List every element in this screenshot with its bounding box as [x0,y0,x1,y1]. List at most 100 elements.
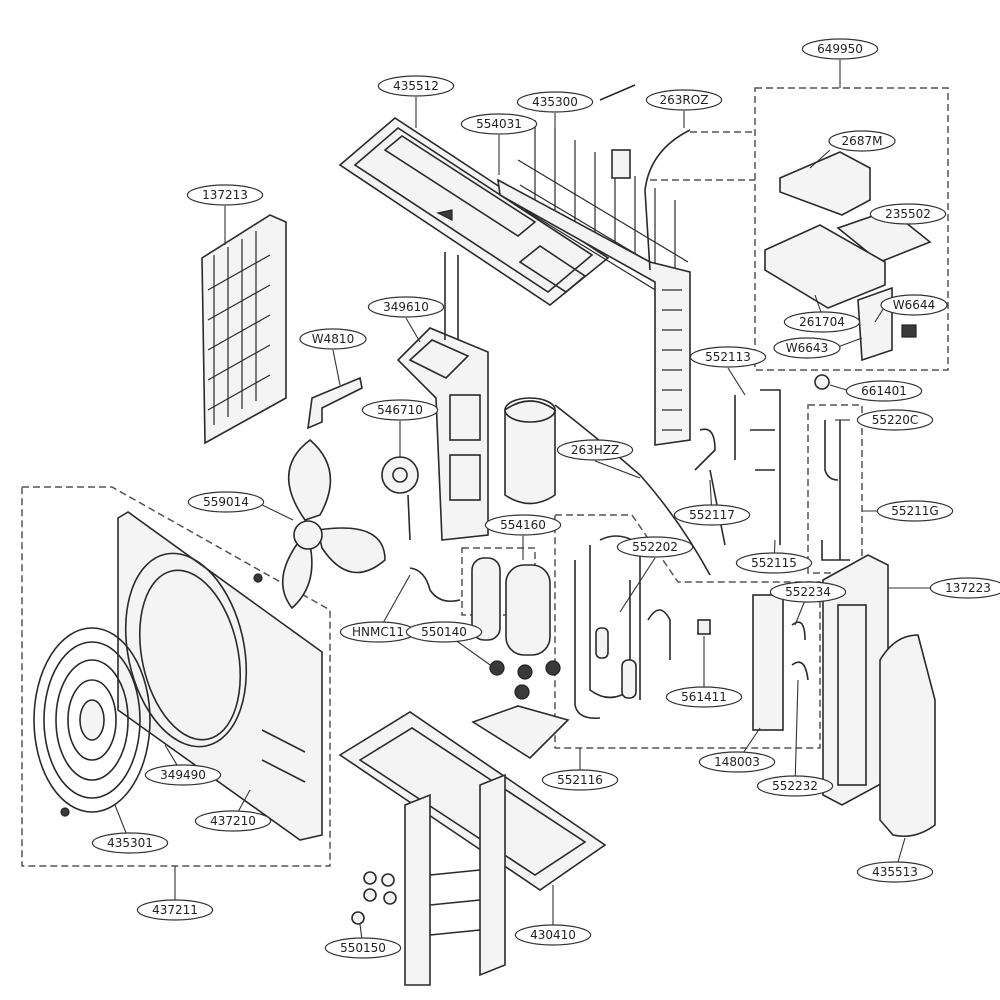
part-label-554031: 554031 [460,113,538,135]
part-label-561411: 561411 [665,686,743,708]
part-label-oval [856,861,934,883]
part-label-text: 546710 [377,403,423,417]
part-label-552234: 552234 [769,581,847,603]
part-label-text: 554031 [476,117,522,131]
part-label-oval [783,311,861,333]
part-label-oval [377,75,455,97]
part-label-text: HNMC11 [352,625,404,639]
part-label-oval [801,38,879,60]
fan-guard [33,627,151,813]
part-label-oval [665,686,743,708]
fan-motor-bracket [307,376,363,430]
part-label-text: 435301 [107,836,153,850]
part-label-349610: 349610 [367,296,445,318]
partition-plate [396,327,489,541]
part-label-435513: 435513 [856,861,934,883]
part-label-oval [324,937,402,959]
rubber-feet-set [351,871,397,925]
part-label-546710: 546710 [361,399,439,421]
part-label-oval [828,130,896,152]
part-label-text: W4810 [312,332,354,346]
part-label-552116: 552116 [541,769,619,791]
part-label-text: 559014 [203,495,249,509]
part-label-text: 554160 [500,518,546,532]
part-label-550150: 550150 [324,937,402,959]
part-label-oval [91,832,169,854]
part-label-text: 349610 [383,300,429,314]
part-label-oval [299,328,367,350]
fan-motor [381,456,419,541]
part-label-oval [876,500,954,522]
part-label-text: 263HZZ [571,443,619,457]
front-panel-group-outline [21,486,331,867]
part-label-oval [514,924,592,946]
part-label-148003: 148003 [698,751,776,773]
compressor-mount-plate [471,705,570,760]
part-label-559014: 559014 [187,491,265,513]
part-label-oval [194,810,272,832]
part-label-oval [367,296,445,318]
part-label-552115: 552115 [735,552,813,574]
part-label-text: 261704 [799,315,845,329]
service-valves [814,374,850,561]
part-label-oval [689,346,767,368]
side-grille [201,214,287,445]
part-label-oval [869,203,947,225]
part-label-oval [541,769,619,791]
control-box-group-outline [754,87,949,371]
part-label-oval [187,491,265,513]
part-label-text: 552117 [689,508,735,522]
base-pan [338,711,607,986]
part-label-oval [756,775,834,797]
condenser-coil [496,178,691,446]
part-label-263roz: 263ROZ [645,89,723,111]
part-label-2687m: 2687M [828,130,896,152]
part-label-oval [460,113,538,135]
part-label-235502: 235502 [869,203,947,225]
part-label-text: 435513 [872,865,918,879]
compressor [471,557,561,700]
part-label-552232: 552232 [756,775,834,797]
part-label-55220c: 55220C [856,409,934,431]
part-label-text: 552232 [772,779,818,793]
part-label-137223: 137223 [929,577,1000,599]
part-label-text: 2687M [842,134,883,148]
part-label-oval [773,337,841,359]
top-cover [338,117,610,306]
part-label-263hzz: 263HZZ [556,439,634,461]
part-label-oval [361,399,439,421]
compressor-jacket [504,397,556,505]
part-label-oval [136,899,214,921]
part-label-text: 235502 [885,207,931,221]
part-label-oval [769,581,847,603]
part-label-oval [616,536,694,558]
part-label-oval [698,751,776,773]
part-label-text: 137213 [202,188,248,202]
part-label-w4810: W4810 [299,328,367,350]
part-label-oval [405,621,483,643]
part-label-text: 661401 [861,384,907,398]
part-label-text: 437210 [210,814,256,828]
part-label-261704: 261704 [783,311,861,333]
part-label-text: 263ROZ [660,93,709,107]
part-label-oval [516,91,594,113]
corner-cover [879,634,936,838]
part-label-oval [645,89,723,111]
part-label-text: 552113 [705,350,751,364]
part-label-text: 552234 [785,585,831,599]
part-label-oval [556,439,634,461]
part-label-552113: 552113 [689,346,767,368]
part-label-text: 148003 [714,755,760,769]
part-label-437211: 437211 [136,899,214,921]
part-label-oval [735,552,813,574]
part-label-554160: 554160 [484,514,562,536]
part-label-text: 435300 [532,95,578,109]
compressor-group-outline [461,547,536,616]
part-label-435300: 435300 [516,91,594,113]
part-label-text: 137223 [945,581,991,595]
part-label-oval [880,294,948,316]
part-label-text: 349490 [160,768,206,782]
part-label-435512: 435512 [377,75,455,97]
part-label-text: 552115 [751,556,797,570]
